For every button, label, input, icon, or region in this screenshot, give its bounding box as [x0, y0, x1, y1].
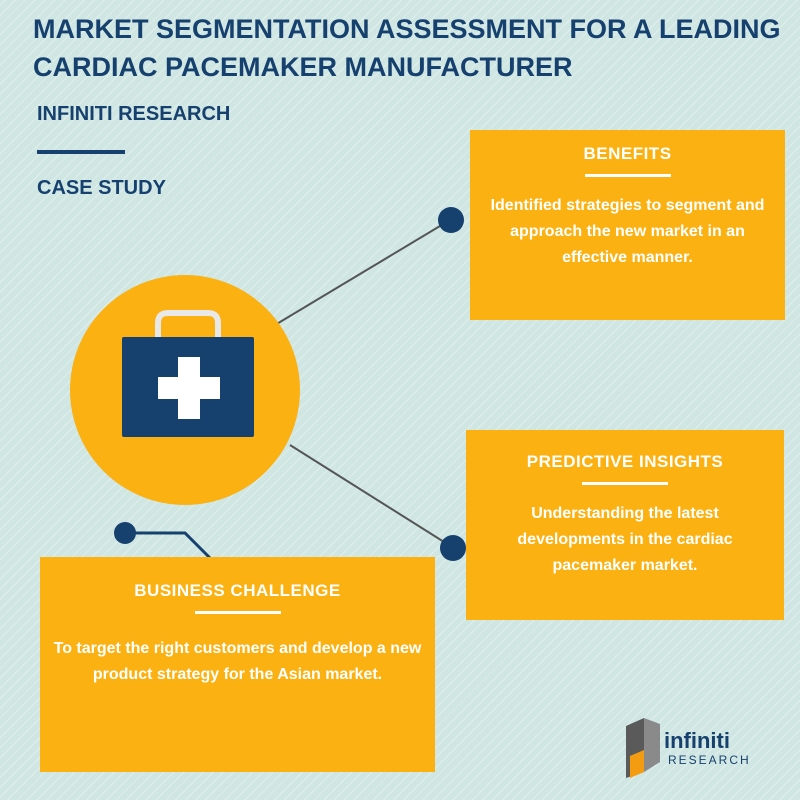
benefits-heading: BENEFITS	[583, 144, 672, 163]
central-icon-circle	[70, 275, 300, 505]
brand-name: INFINITI RESEARCH	[37, 103, 231, 125]
benefits-divider	[584, 174, 671, 177]
connector-line-benefits	[274, 219, 451, 326]
connector-line-challenge	[125, 531, 212, 560]
business-challenge-heading: BUSINESS CHALLENGE	[134, 581, 341, 600]
connector-node-benefits	[438, 207, 464, 233]
predictive-insights-heading: PREDICTIVE INSIGHTS	[526, 452, 724, 471]
connector-line-insights	[289, 444, 453, 548]
page-title-line-1: MARKET SEGMENTATION ASSESSMENT FOR A LEA…	[33, 14, 781, 44]
predictive-insights-divider	[582, 482, 668, 485]
logo-wordmark: infiniti	[664, 728, 730, 753]
header-divider	[37, 150, 125, 154]
infiniti-research-logo	[626, 718, 660, 778]
benefits-text: Identified strategies to segment and app…	[490, 197, 765, 266]
business-challenge-divider	[194, 611, 281, 614]
page-title-line-2: CARDIAC PACEMAKER MANUFACTURER	[33, 52, 573, 82]
connector-node-insights	[440, 535, 466, 561]
business-challenge-text: To target the right customers and develo…	[53, 640, 422, 683]
page-title: MARKET SEGMENTATION ASSESSMENT FOR A LEA…	[33, 10, 783, 86]
predictive-insights-card: PREDICTIVE INSIGHTS Understanding the la…	[466, 430, 784, 620]
logo-subtext: RESEARCH	[668, 753, 751, 767]
case-study-label: CASE STUDY	[37, 177, 166, 199]
medical-kit-icon	[122, 310, 254, 437]
predictive-insights-text: Understanding the latest developments in…	[517, 505, 733, 574]
business-challenge-card: BUSINESS CHALLENGE To target the right c…	[40, 557, 435, 772]
benefits-card: BENEFITS Identified strategies to segmen…	[470, 130, 785, 320]
connector-node-challenge	[114, 522, 136, 544]
